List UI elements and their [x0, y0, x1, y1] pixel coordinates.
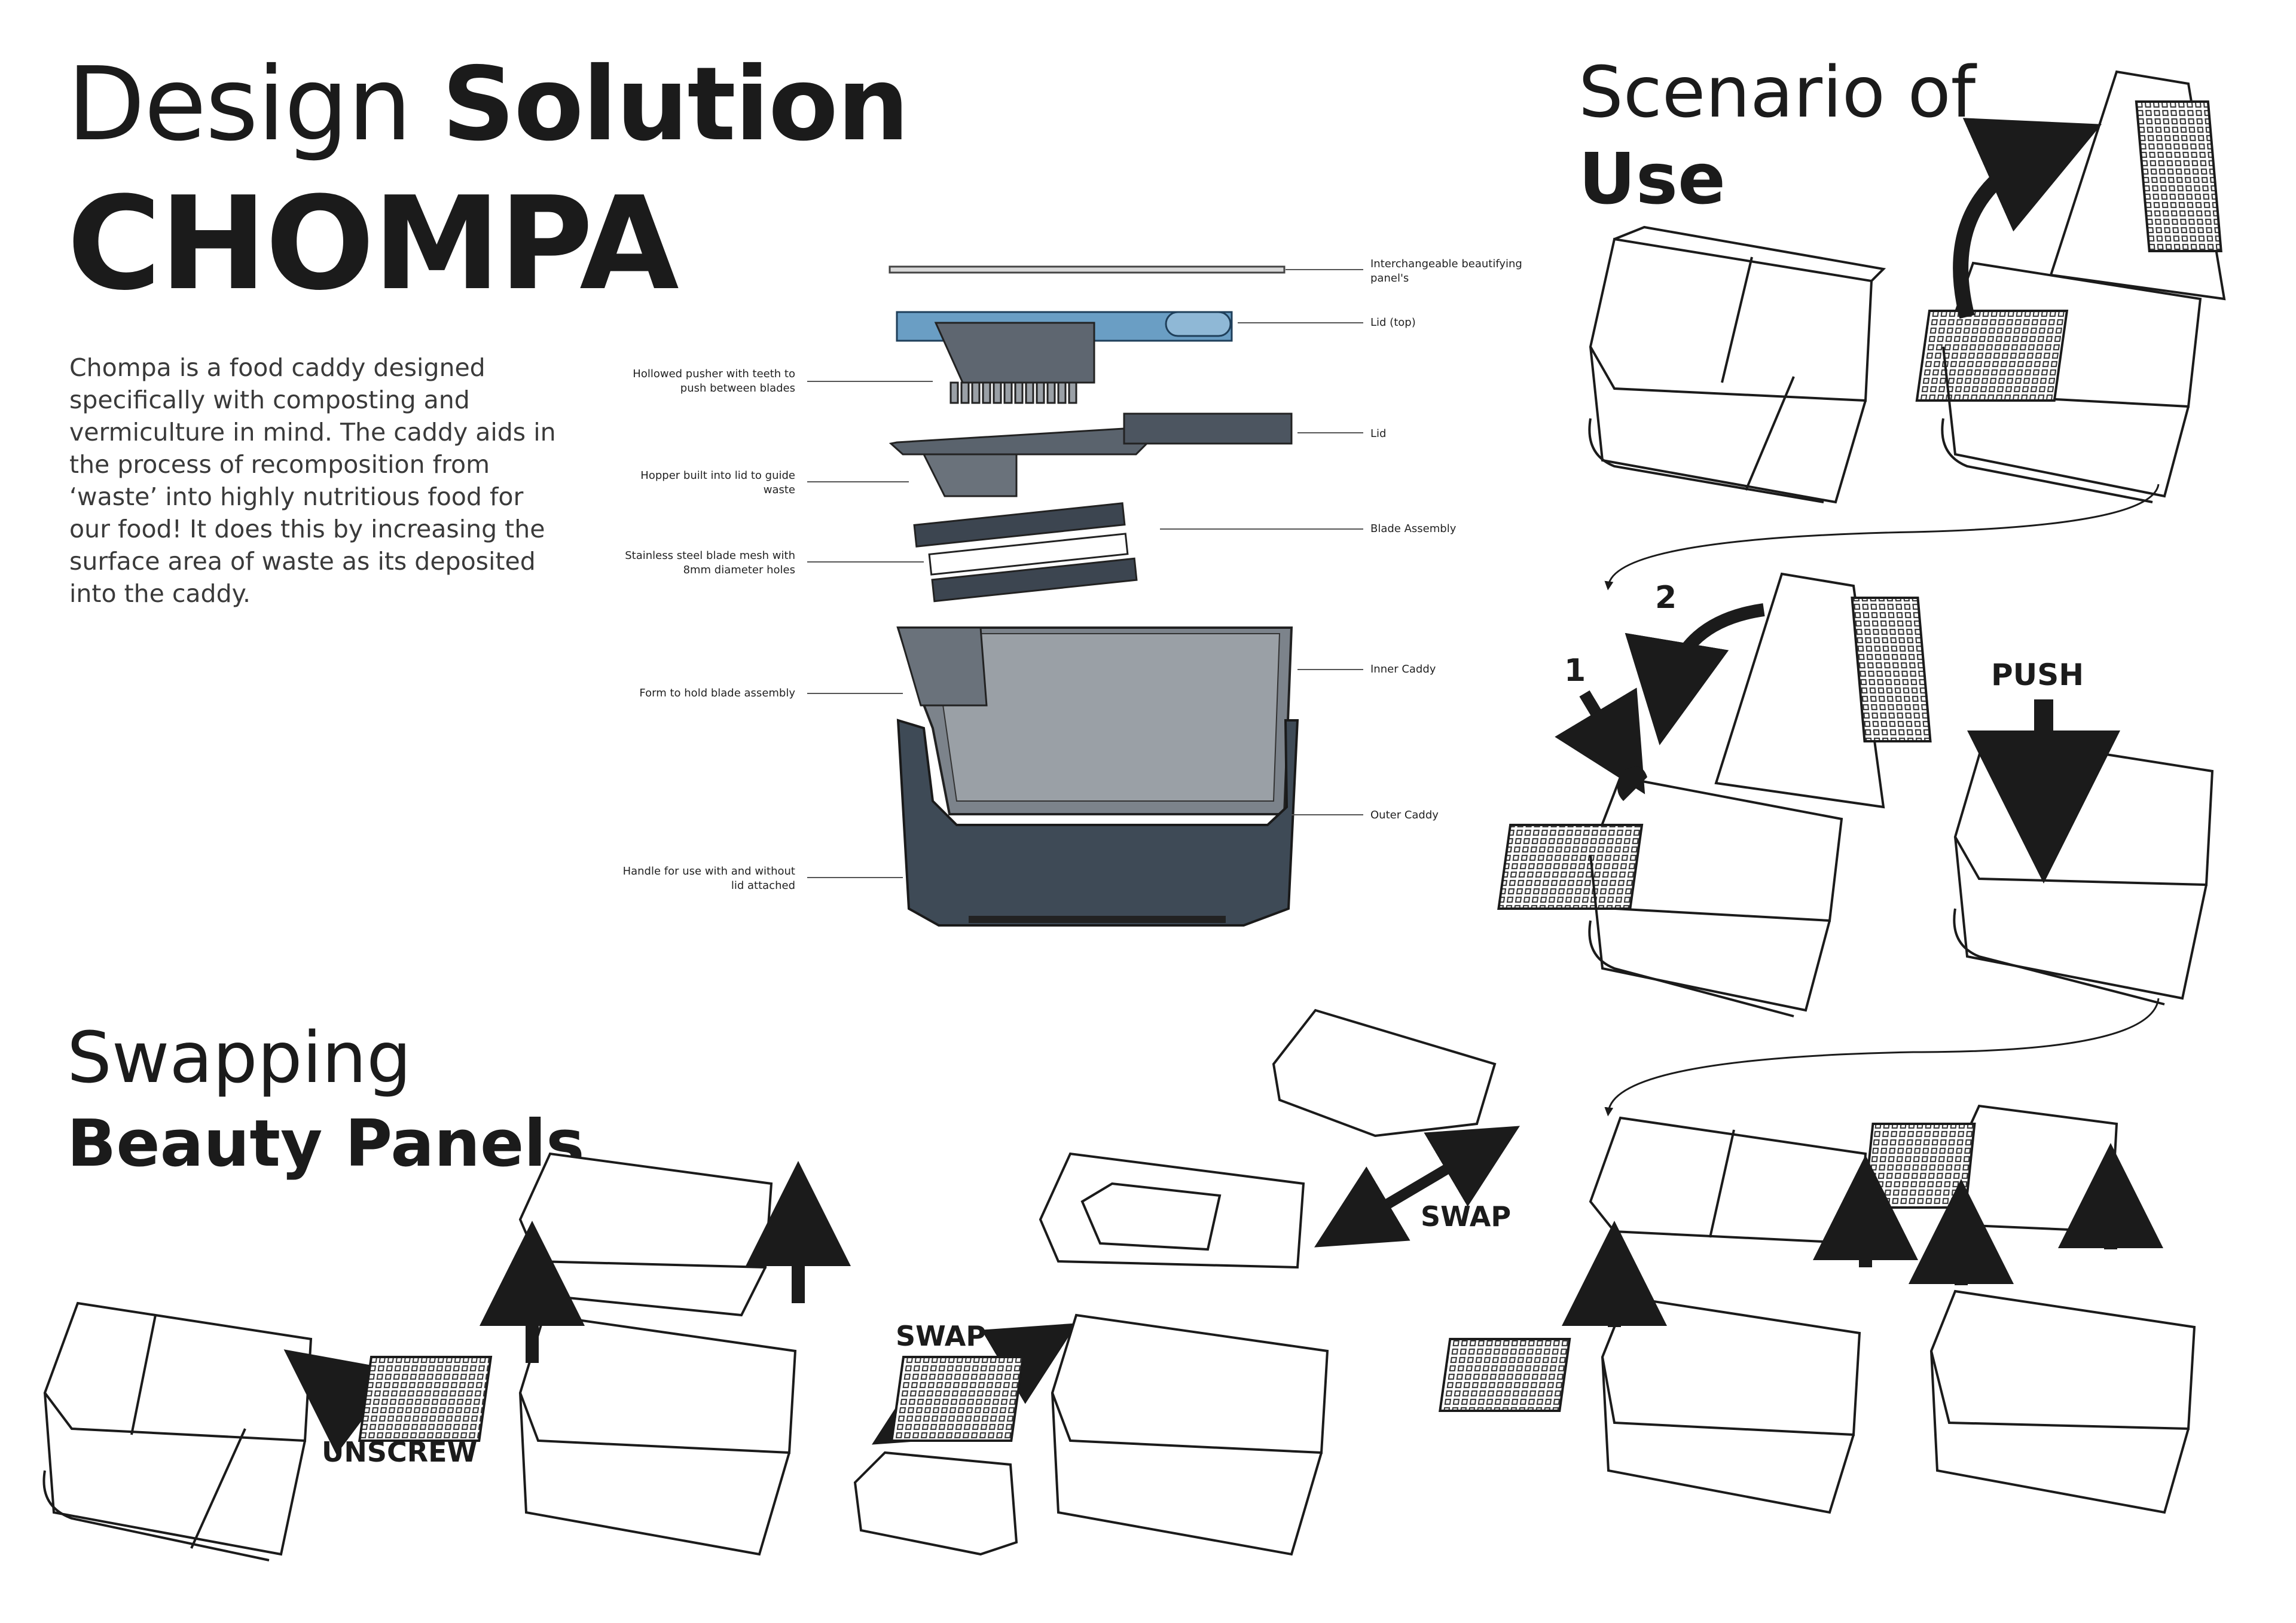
intro-paragraph: Chompa is a food caddy designed specific…: [69, 353, 556, 608]
swap-loose-panel-1: [853, 1451, 1018, 1556]
scenario-panel-5: [1439, 1116, 1867, 1514]
apple-core-icon: [1617, 766, 1647, 801]
label-form: Form to hold blade assembly: [639, 687, 795, 699]
swap-lift-arrows: [480, 1161, 851, 1363]
swap-loose-panel-2: [1272, 1008, 1497, 1138]
label-handle: Handle for use with and without lid atta…: [622, 865, 795, 892]
swapping-heading-line2: Beauty Panels: [67, 1107, 585, 1181]
swap-panel-2: [358, 1152, 797, 1556]
scenario-panel-4: [1953, 733, 2214, 1005]
swapping-heading-line1: Swapping: [67, 1016, 411, 1099]
flow-connector-2: [1604, 998, 2160, 1117]
scenario-panel-6: [1863, 1104, 2196, 1514]
exploded-blade-assembly: [913, 502, 1138, 603]
swap-arrow-2-icon: [1314, 1126, 1520, 1248]
exploded-lid: [889, 412, 1293, 497]
scenario-heading-line2: Use: [1578, 137, 1726, 220]
flow-connector-1: [1604, 484, 2160, 591]
step-2-label: 2: [1655, 580, 1677, 616]
lift-arrow-icon: [1953, 118, 2102, 319]
label-hopper: Hopper built into lid to guide waste: [640, 469, 795, 496]
title-bold: Solution: [442, 45, 909, 164]
title-light: Design: [67, 45, 412, 164]
label-lid: Lid: [1370, 427, 1387, 440]
label-lid-top: Lid (top): [1370, 316, 1416, 329]
step-2-arrow-icon: [1625, 603, 1765, 745]
step-1-label: 1: [1564, 653, 1586, 689]
swap-panel-1: [42, 1301, 313, 1561]
swap-panel-3: [890, 1152, 1329, 1556]
exploded-outer-caddy: [896, 719, 1299, 927]
label-outer-caddy: Outer Caddy: [1370, 809, 1439, 821]
scenario-heading-line1: Scenario of: [1578, 51, 1976, 133]
push-label: PUSH: [1991, 658, 2084, 692]
scenario-panel-1: [1588, 225, 1886, 504]
label-pusher: Hollowed pusher with teeth to push betwe…: [633, 368, 795, 395]
lift-arrows-right: [1562, 1143, 2163, 1327]
exploded-beauty-panel: [889, 265, 1286, 274]
label-beauty-panel: Interchangeable beautifying panel's: [1370, 258, 1522, 285]
exploded-lid-top: [896, 311, 1233, 404]
label-blade-mesh: Stainless steel blade mesh with 8mm diam…: [625, 549, 795, 576]
scenario-panel-3: [1497, 572, 1932, 1017]
label-inner-caddy: Inner Caddy: [1370, 663, 1436, 676]
exploded-inner-caddy: [896, 626, 1293, 815]
exploded-view: [807, 265, 1363, 927]
page-title: Design Solution: [67, 54, 909, 155]
step-1-arrow-icon: [1555, 687, 1645, 794]
product-name: CHOMPA: [67, 169, 679, 319]
label-blade-assembly: Blade Assembly: [1370, 522, 1457, 535]
